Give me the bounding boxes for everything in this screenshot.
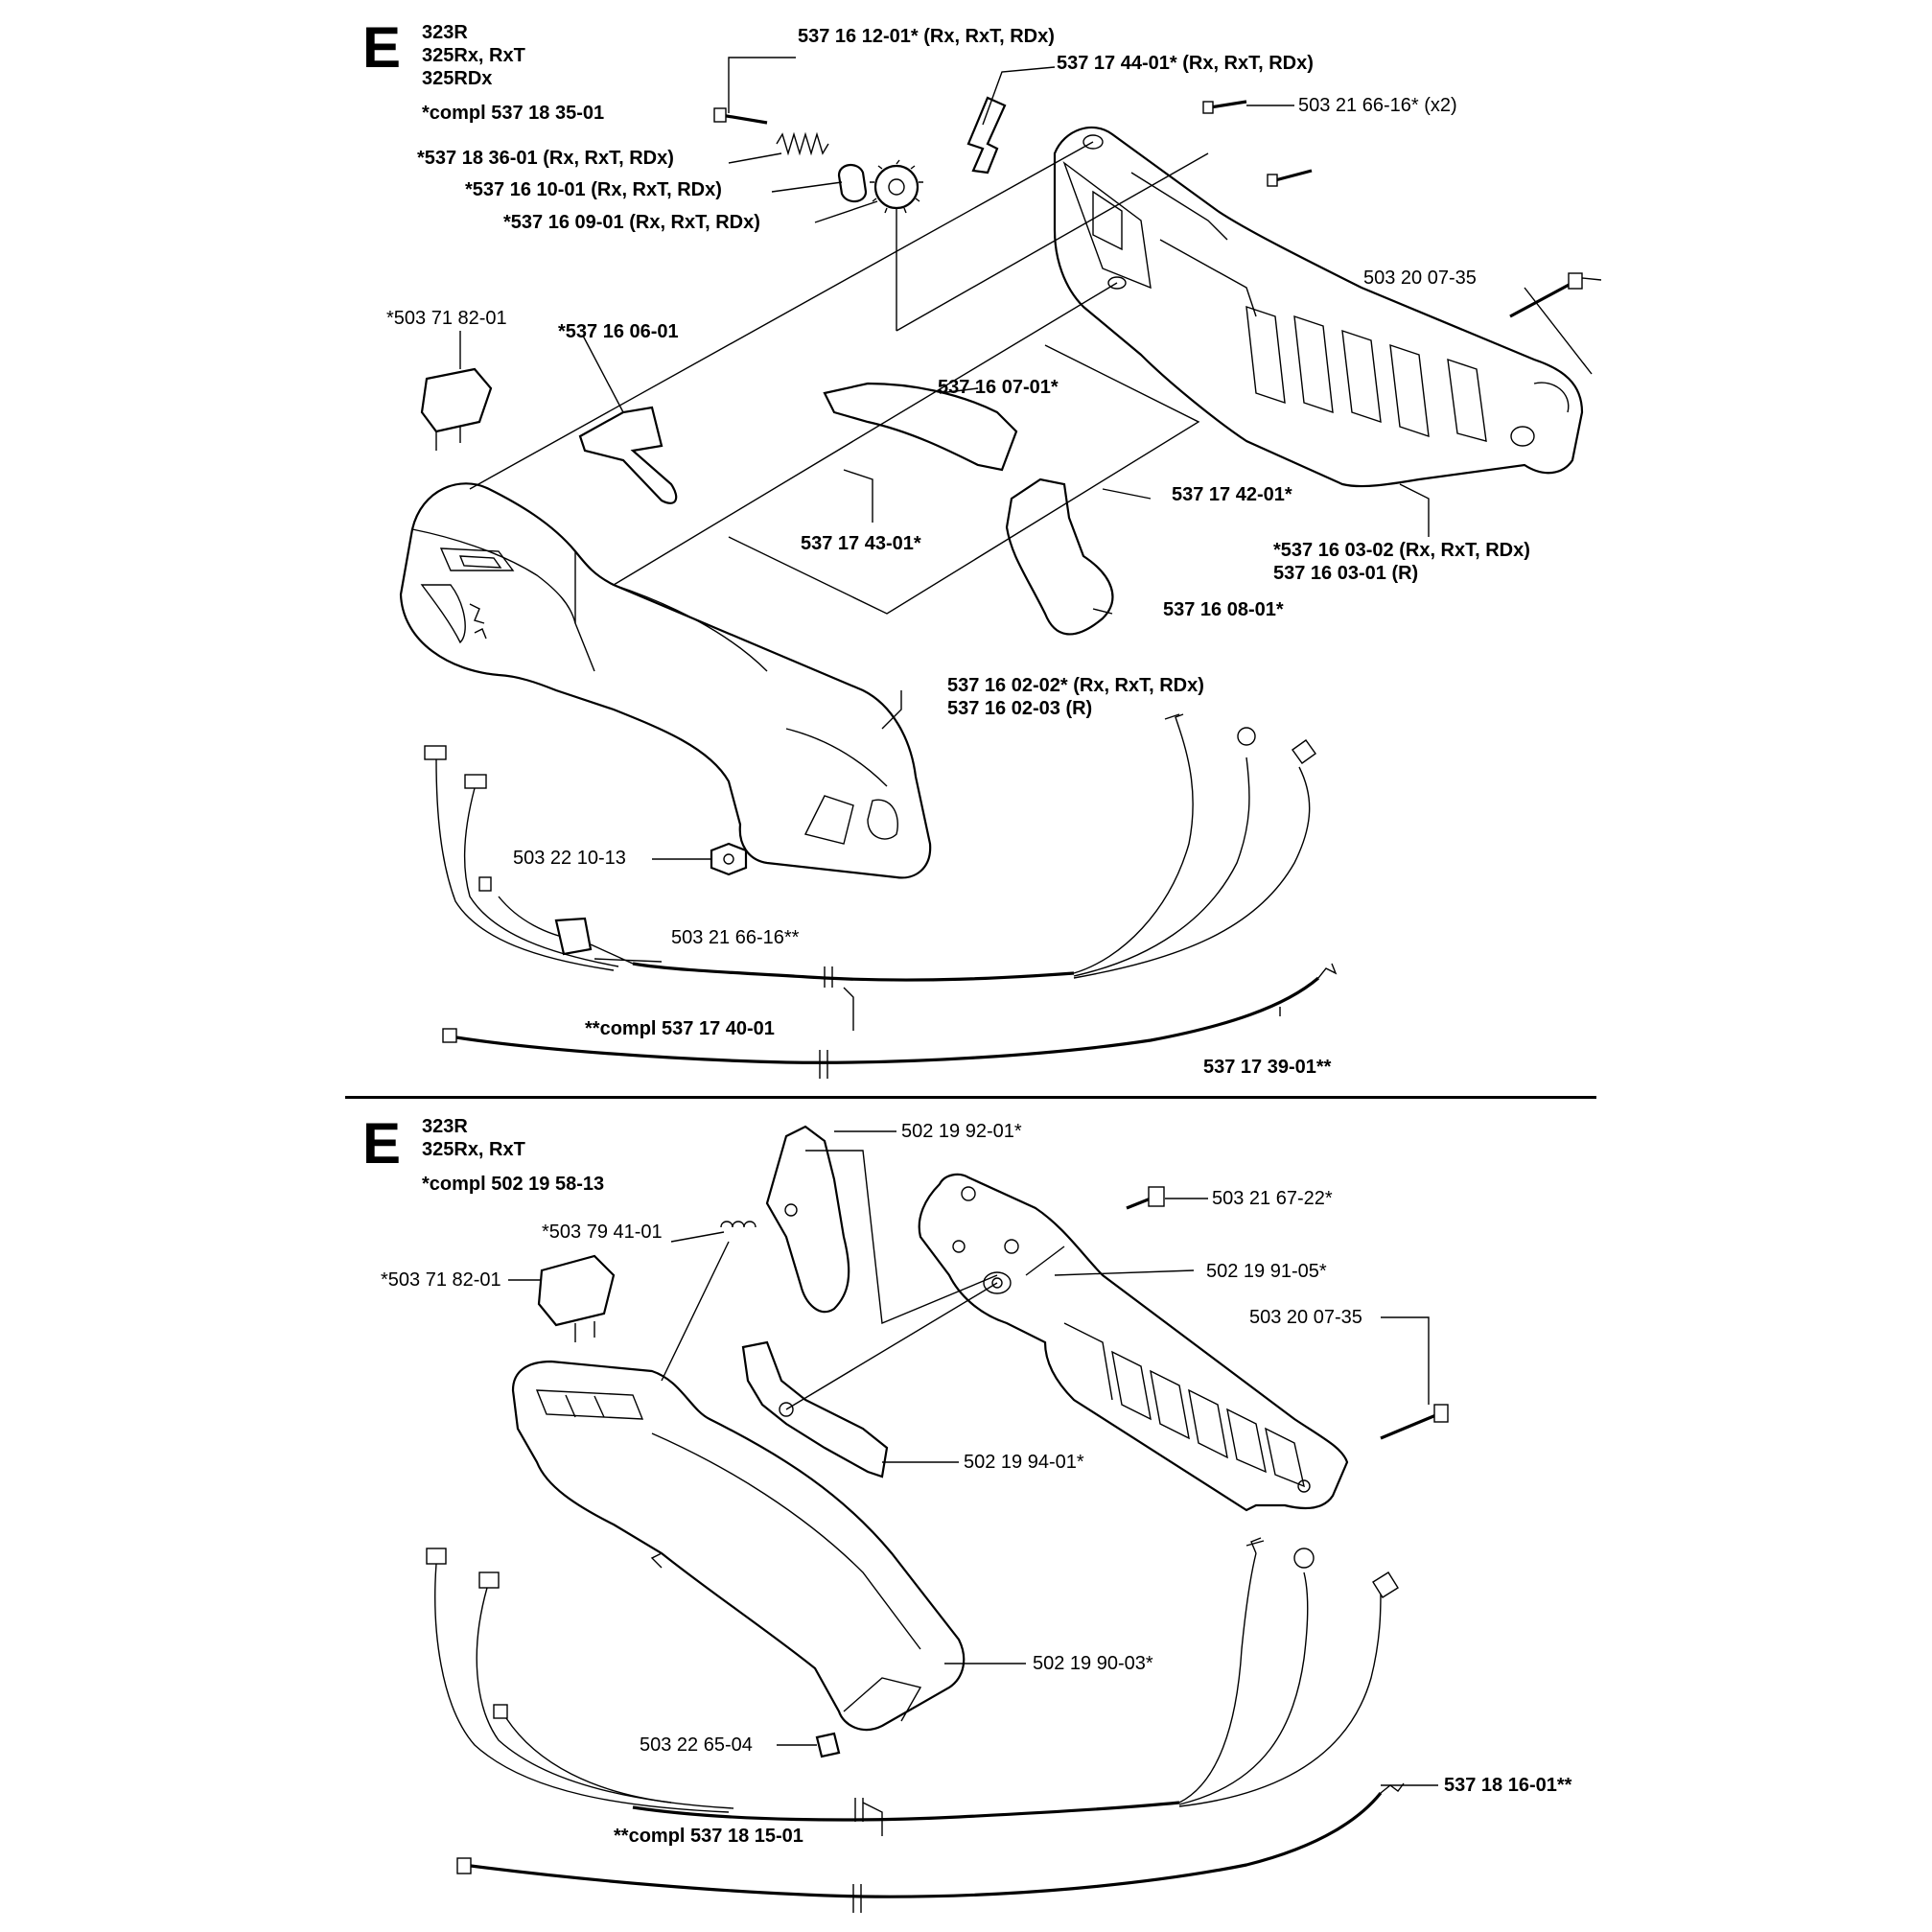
part-label-537-16-09: *537 16 09-01 (Rx, RxT, RDx) (503, 212, 760, 233)
compl-label-top: *compl 537 18 35-01 (422, 103, 605, 124)
part-label-503-20-07-top: 503 20 07-35 (1363, 268, 1477, 289)
part-label-537-16-10: *537 16 10-01 (Rx, RxT, RDx) (465, 179, 722, 200)
part-label-502-19-90: 502 19 90-03* (1033, 1653, 1153, 1674)
part-label-compl-537-17-40: **compl 537 17 40-01 (585, 1018, 775, 1039)
part-label-537-16-12: 537 16 12-01* (Rx, RxT, RDx) (798, 26, 1055, 47)
compl-label-bottom: *compl 502 19 58-13 (422, 1175, 604, 1194)
part-label-537-17-43: 537 17 43-01* (801, 533, 921, 554)
part-label-537-16-07: 537 16 07-01* (938, 377, 1059, 398)
section-letter-top: E (362, 15, 402, 80)
part-label-503-22-65: 503 22 65-04 (640, 1734, 753, 1756)
part-label-503-22-10: 503 22 10-13 (513, 848, 626, 869)
compl-label-text: *compl 502 19 58-13 (422, 1174, 605, 1195)
model-item: 325RDx (422, 68, 493, 89)
part-label-503-79-41: *503 79 41-01 (542, 1222, 663, 1243)
top-leader-lines (459, 57, 1602, 1031)
model-item: 325Rx, RxT (422, 1139, 525, 1160)
part-label-537-16-02-02: 537 16 02-02* (Rx, RxT, RDx) (947, 675, 1204, 696)
part-label-502-19-91: 502 19 91-05* (1206, 1261, 1327, 1282)
part-label-537-16-03-01: 537 16 03-01 (R) (1273, 563, 1419, 584)
top-cable-harness (424, 713, 1338, 1079)
part-label-537-16-06: *537 16 06-01 (558, 321, 679, 342)
part-label-503-21-66-dd: 503 21 66-16** (671, 927, 800, 948)
part-label-503-21-67: 503 21 67-22* (1212, 1188, 1333, 1209)
part-label-537-16-03-02: *537 16 03-02 (Rx, RxT, RDx) (1273, 540, 1530, 561)
bottom-handle-body (511, 1360, 966, 1732)
part-label-537-18-36: *537 18 36-01 (Rx, RxT, RDx) (417, 148, 674, 169)
top-handle-housing (1053, 126, 1584, 488)
section-divider (345, 1096, 1596, 1099)
part-label-text: 503 21 66-16* (x2) (1298, 95, 1457, 116)
part-label-compl-537-18-15: **compl 537 18 15-01 (614, 1826, 803, 1847)
part-label-503-71-82-bottom: *503 71 82-01 (381, 1269, 501, 1291)
part-label-503-21-66-x2: 503 21 66-16* (x2) (1298, 96, 1457, 115)
section-letter-bottom: E (362, 1111, 402, 1175)
model-item: 323R (422, 22, 468, 43)
part-label-537-16-02-03: 537 16 02-03 (R) (947, 698, 1093, 719)
part-label-537-17-42: 537 17 42-01* (1172, 484, 1292, 505)
model-list-bottom: 323R 325Rx, RxT (422, 1115, 525, 1161)
part-label-502-19-92: 502 19 92-01* (901, 1121, 1022, 1142)
part-label-537-16-08: 537 16 08-01* (1163, 599, 1284, 620)
top-handle-body (399, 482, 932, 879)
part-label-503-71-82-top: *503 71 82-01 (386, 308, 507, 329)
bottom-small-parts (537, 1125, 1449, 1758)
top-small-parts (420, 96, 1583, 876)
model-item: 325Rx, RxT (422, 45, 525, 66)
model-item: 323R (422, 1116, 468, 1137)
part-label-537-18-16: 537 18 16-01** (1444, 1775, 1572, 1796)
part-label-537-17-39: 537 17 39-01** (1203, 1057, 1332, 1078)
part-label-503-20-07-bottom: 503 20 07-35 (1249, 1307, 1362, 1328)
bottom-cable-harness (426, 1537, 1405, 1913)
part-label-502-19-94: 502 19 94-01* (964, 1452, 1084, 1473)
model-list-top: 323R 325Rx, RxT 325RDx (422, 21, 525, 90)
bottom-handle-housing (918, 1173, 1349, 1512)
part-label-537-17-44: 537 17 44-01* (Rx, RxT, RDx) (1057, 53, 1314, 74)
